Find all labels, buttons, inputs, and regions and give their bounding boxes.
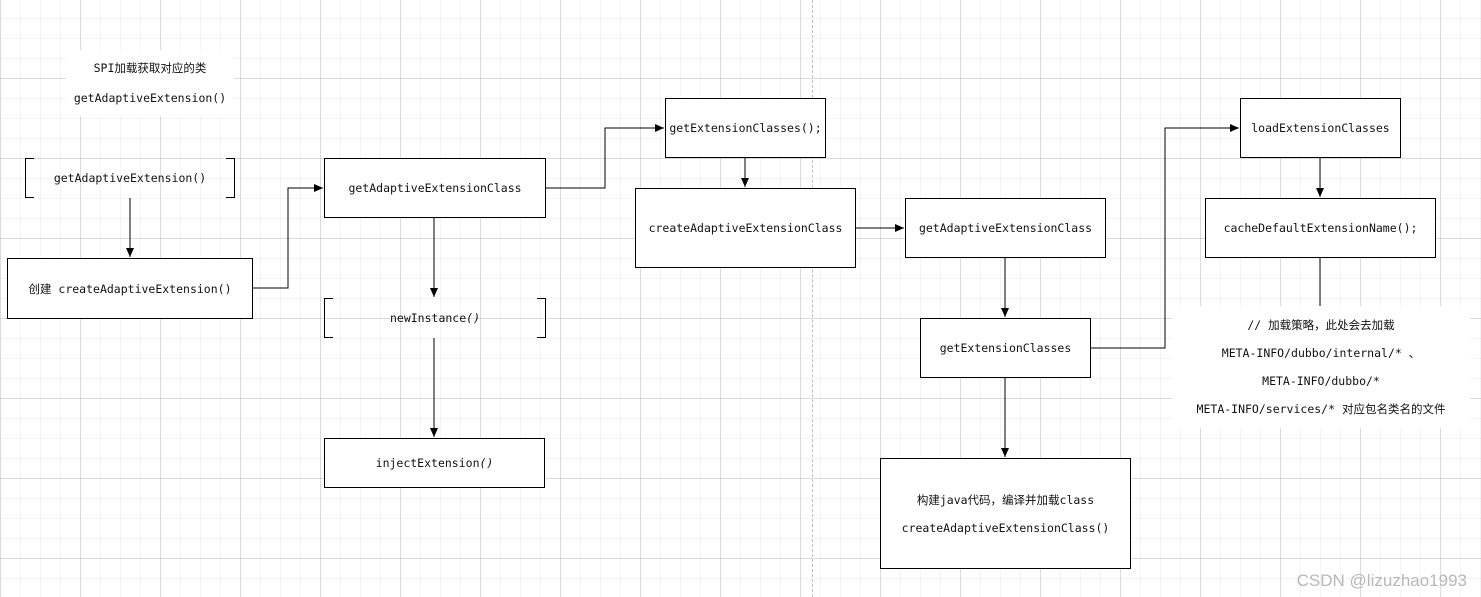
note-line-2: META-INFO/dubbo/internal/* 、 [1221, 346, 1421, 360]
watermark: CSDN @lizuzhao1993 [1296, 571, 1467, 590]
page-divider [812, 0, 813, 597]
node-cache-default-extension-name[interactable]: cacheDefaultExtensionName(); [1205, 198, 1436, 258]
node-label-line-2: createAdaptiveExtensionClass() [901, 520, 1110, 535]
method-name: newInstance [389, 311, 467, 325]
node-label: newInstance() [390, 311, 480, 325]
node-label-line-1: 构建java代码，编译并加载class [916, 492, 1095, 507]
node-label: getAdaptiveExtensionClass [918, 221, 1093, 235]
intro-note-method: getAdaptiveExtension() [73, 91, 227, 105]
node-get-adaptive-extension-class-2[interactable]: getAdaptiveExtensionClass [905, 198, 1106, 258]
node-label: cacheDefaultExtensionName(); [1223, 221, 1418, 235]
intro-note: SPI加载获取对应的类 getAdaptiveExtension() [66, 50, 234, 116]
method-name: injectExtension [375, 456, 480, 470]
edge-get-class-to-extension-classes [545, 124, 664, 189]
node-label: loadExtensionClasses [1251, 121, 1390, 135]
node-get-adaptive-extension-class-1[interactable]: getAdaptiveExtensionClass [324, 158, 546, 218]
node-build-java-code[interactable]: 构建java代码，编译并加载class createAdaptiveExtens… [880, 458, 1131, 569]
node-label: injectExtension() [376, 456, 494, 470]
note-line-1: // 加载策略，此处会去加载 [1247, 318, 1395, 332]
node-create-adaptive-extension[interactable]: 创建 createAdaptiveExtension() [7, 258, 253, 319]
node-label: getExtensionClasses(); [669, 121, 822, 135]
node-label: getAdaptiveExtensionClass [348, 181, 522, 195]
node-label: getAdaptiveExtension() [53, 171, 207, 185]
node-label: 创建 createAdaptiveExtension() [28, 281, 232, 296]
node-create-adaptive-extension-class-1[interactable]: createAdaptiveExtensionClass [635, 188, 856, 268]
method-parens: () [479, 456, 494, 470]
intro-note-title: SPI加载获取对应的类 [93, 61, 207, 75]
edge-create-to-get-class [253, 184, 323, 289]
node-get-extension-classes-2[interactable]: getExtensionClasses [920, 318, 1091, 378]
node-new-instance[interactable]: newInstance() [324, 298, 546, 338]
node-label: getExtensionClasses [939, 341, 1072, 355]
loading-strategy-note: // 加载策略，此处会去加载 META-INFO/dubbo/internal/… [1172, 306, 1470, 428]
method-parens: () [466, 311, 481, 325]
note-line-3: META-INFO/dubbo/* [1262, 374, 1380, 388]
node-get-extension-classes-1[interactable]: getExtensionClasses(); [665, 98, 826, 158]
node-get-adaptive-extension[interactable]: getAdaptiveExtension() [25, 158, 235, 198]
node-load-extension-classes[interactable]: loadExtensionClasses [1240, 98, 1401, 158]
node-label: createAdaptiveExtensionClass [648, 221, 843, 235]
node-inject-extension[interactable]: injectExtension() [324, 438, 545, 488]
edge-get-extension-classes-to-load [1090, 124, 1239, 349]
note-line-4: META-INFO/services/* 对应包名类名的文件 [1196, 402, 1446, 416]
